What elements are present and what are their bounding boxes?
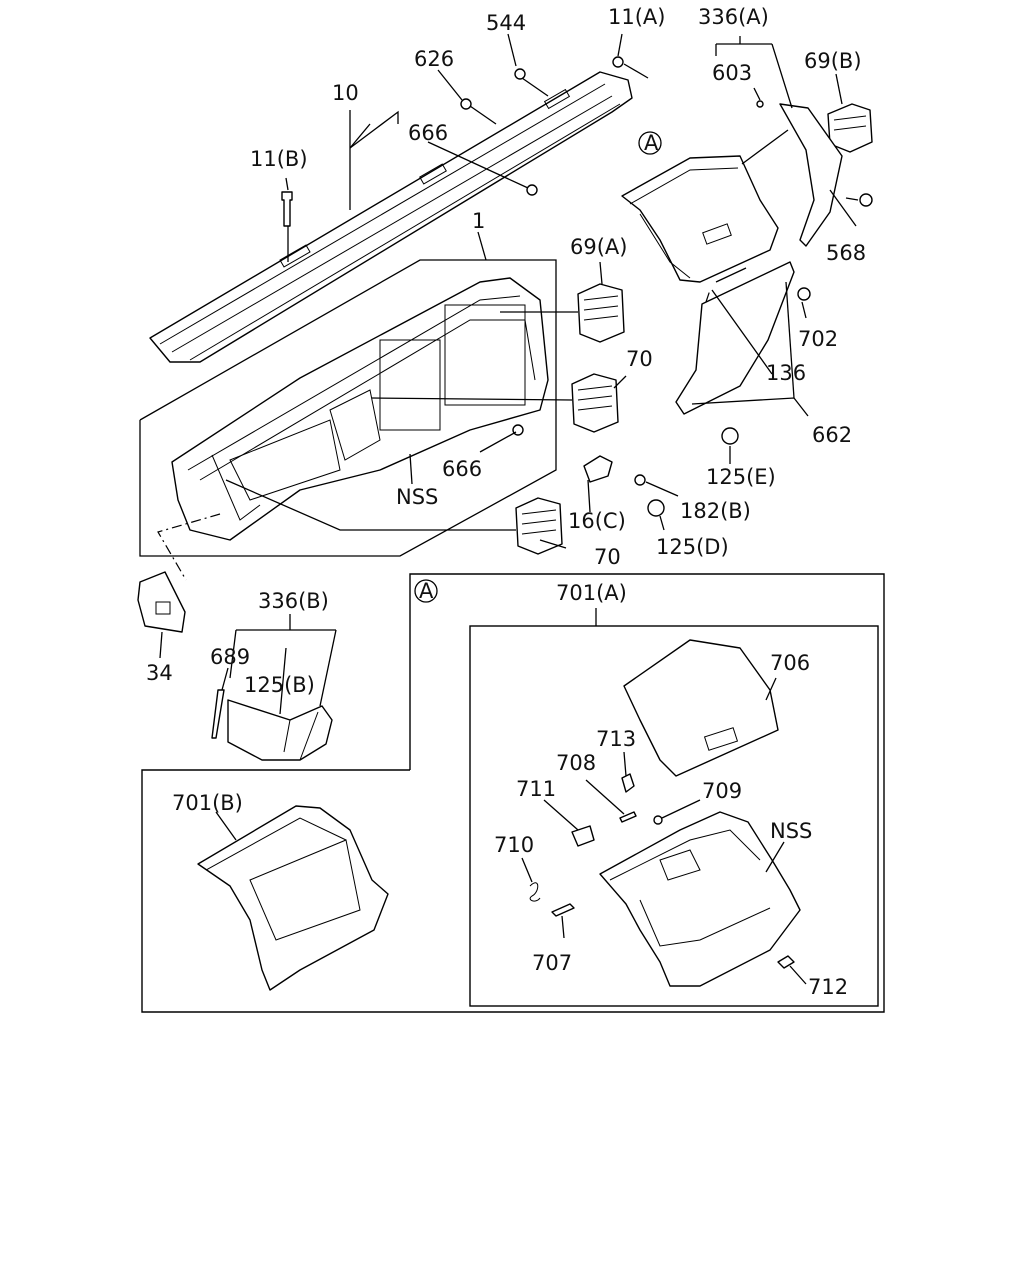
label-701a: 701(A) (556, 581, 627, 605)
bracket-16c (583, 455, 613, 483)
lower-cover-662 (675, 261, 795, 415)
label-a-box: A (419, 579, 434, 603)
fastener-666-upper (526, 184, 538, 196)
label-70-lower: 70 (594, 545, 621, 569)
label-16c: 16(C) (568, 509, 626, 533)
label-666-upper: 666 (408, 121, 448, 145)
spring-710 (529, 882, 541, 902)
label-666-lower: 666 (442, 457, 482, 481)
bolt-11b (281, 191, 293, 227)
label-182b: 182(B) (680, 499, 751, 523)
label-544: 544 (486, 11, 526, 35)
side-cover-336a (779, 103, 843, 247)
fastener-626 (460, 98, 472, 110)
label-34: 34 (146, 661, 173, 685)
fastener-182b (634, 474, 646, 486)
fastener-544 (514, 68, 526, 80)
label-11b: 11(B) (250, 147, 308, 171)
vent-70-lower (515, 497, 563, 555)
fastener-702 (797, 287, 811, 301)
label-713: 713 (596, 727, 636, 751)
label-nss-upper: NSS (396, 485, 438, 509)
label-10: 10 (332, 81, 359, 105)
label-712: 712 (808, 975, 848, 999)
bracket-711 (571, 825, 595, 847)
label-662: 662 (812, 423, 852, 447)
glove-box-lid-706 (623, 639, 779, 777)
label-603: 603 (712, 61, 752, 85)
fastener-125d (647, 499, 665, 517)
label-69a: 69(A) (570, 235, 627, 259)
label-702: 702 (798, 327, 838, 351)
fastener-709 (653, 815, 663, 825)
fastener-125e (721, 427, 739, 445)
latch-713 (621, 773, 635, 793)
label-711: 711 (516, 777, 556, 801)
label-136: 136 (766, 361, 806, 385)
side-cover-336b (211, 689, 333, 761)
vent-70-upper (571, 373, 619, 433)
label-a-upper: A (644, 131, 659, 155)
label-nss-lower: NSS (770, 819, 812, 843)
glove-box-body (599, 811, 801, 987)
glove-box-upper (621, 155, 779, 283)
label-125e: 125(E) (706, 465, 776, 489)
label-568: 568 (826, 241, 866, 265)
vent-69a (577, 283, 625, 343)
label-125b: 125(B) (244, 673, 315, 697)
callout-labels: 544 11(A) 336(A) 626 603 69(B) 10 666 A … (146, 5, 866, 999)
label-706: 706 (770, 651, 810, 675)
label-336a: 336(A) (698, 5, 769, 29)
label-701b: 701(B) (172, 791, 243, 815)
label-689: 689 (210, 645, 250, 669)
instrument-panel (171, 277, 549, 541)
label-70-upper: 70 (626, 347, 653, 371)
upper-dash-panel (149, 71, 633, 363)
label-709: 709 (702, 779, 742, 803)
bolt-707 (551, 903, 575, 917)
vent-69b (827, 103, 873, 153)
fastener-603 (756, 100, 764, 108)
glove-box-701b (197, 805, 389, 991)
pin-708 (619, 811, 637, 823)
label-336b: 336(B) (258, 589, 329, 613)
label-707: 707 (532, 951, 572, 975)
label-708: 708 (556, 751, 596, 775)
fastener-568 (859, 193, 873, 207)
label-125d: 125(D) (656, 535, 729, 559)
label-626: 626 (414, 47, 454, 71)
label-11a: 11(A) (608, 5, 665, 29)
label-69b: 69(B) (804, 49, 862, 73)
label-710: 710 (494, 833, 534, 857)
label-1: 1 (472, 209, 485, 233)
fastener-11a (612, 56, 624, 68)
fastener-712 (777, 955, 795, 969)
